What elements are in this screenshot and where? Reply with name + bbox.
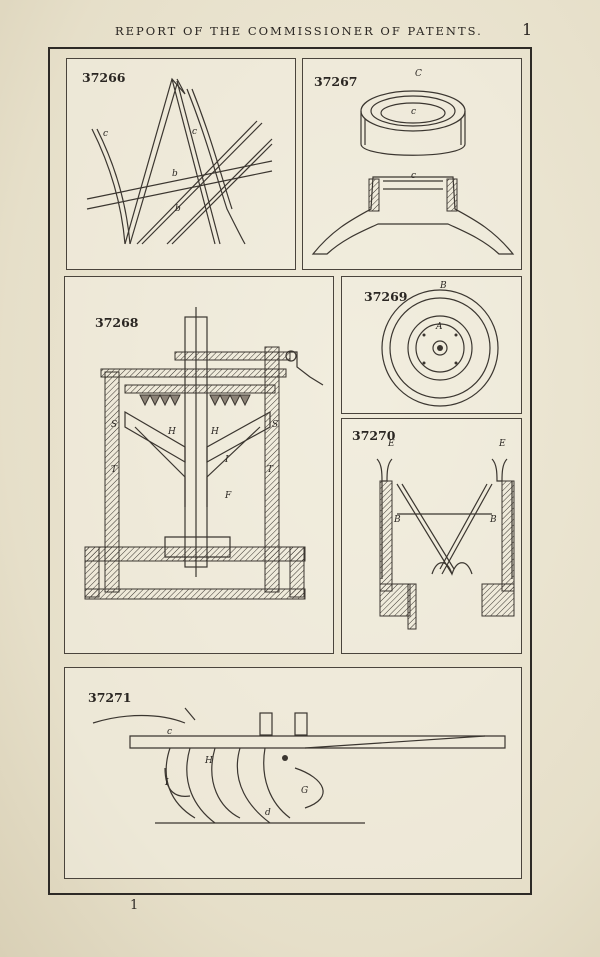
label-A: A (436, 322, 443, 332)
label-E: E (499, 439, 506, 449)
figure-number: 37266 (82, 70, 126, 85)
page-number-bottom: 1 (130, 898, 139, 913)
label-I: I (165, 778, 169, 788)
label-T: T (111, 465, 118, 475)
disc-drawing (381, 289, 499, 407)
figure-37271-panel: 37271 c H I G d (64, 667, 522, 879)
figures-frame (48, 47, 532, 895)
figure-37270-panel: 37270 E E B B (341, 418, 522, 654)
wire-fence-drawing (86, 77, 273, 245)
label-c: c (411, 171, 417, 181)
label-d: d (265, 808, 271, 818)
cultivator-drawing (92, 707, 506, 824)
label-B: B (440, 281, 447, 291)
label-b: b (175, 204, 181, 214)
label-I: I (225, 455, 229, 465)
figure-37267-panel: 37267 C c c (302, 58, 522, 270)
figure-number: 37270 (352, 428, 396, 443)
label-b: b (172, 169, 178, 179)
hopper-drawing (376, 458, 515, 630)
label-S: S (111, 420, 118, 430)
label-B: B (490, 515, 497, 525)
figure-number: 37271 (88, 690, 132, 705)
label-c: c (192, 127, 198, 137)
machine-drawing (84, 307, 324, 600)
figure-number: 37267 (314, 74, 358, 89)
page-header: REPORT OF THE COMMISSIONER OF PATENTS. (115, 24, 483, 38)
figure-number: 37268 (95, 315, 139, 330)
label-c: c (167, 727, 173, 737)
label-H: H (205, 756, 213, 766)
label-C: C (415, 69, 422, 79)
label-T: T (267, 465, 274, 475)
figure-37268-panel: 37268 (64, 276, 334, 654)
label-S: S (272, 420, 279, 430)
figure-37266-panel: 37266 c c b b (66, 58, 296, 270)
figure-37269-panel: 37269 B A (341, 276, 522, 414)
label-H: H (168, 427, 176, 437)
figure-number: 37269 (364, 289, 408, 304)
label-F: F (225, 491, 232, 501)
page-number-top: 1 (522, 20, 533, 39)
label-H: H (211, 427, 219, 437)
jar-cap-drawing (311, 90, 515, 255)
label-B: B (394, 515, 401, 525)
label-G: G (301, 786, 309, 796)
label-E: E (388, 439, 395, 449)
label-c: c (103, 129, 109, 139)
label-c: c (411, 107, 417, 117)
